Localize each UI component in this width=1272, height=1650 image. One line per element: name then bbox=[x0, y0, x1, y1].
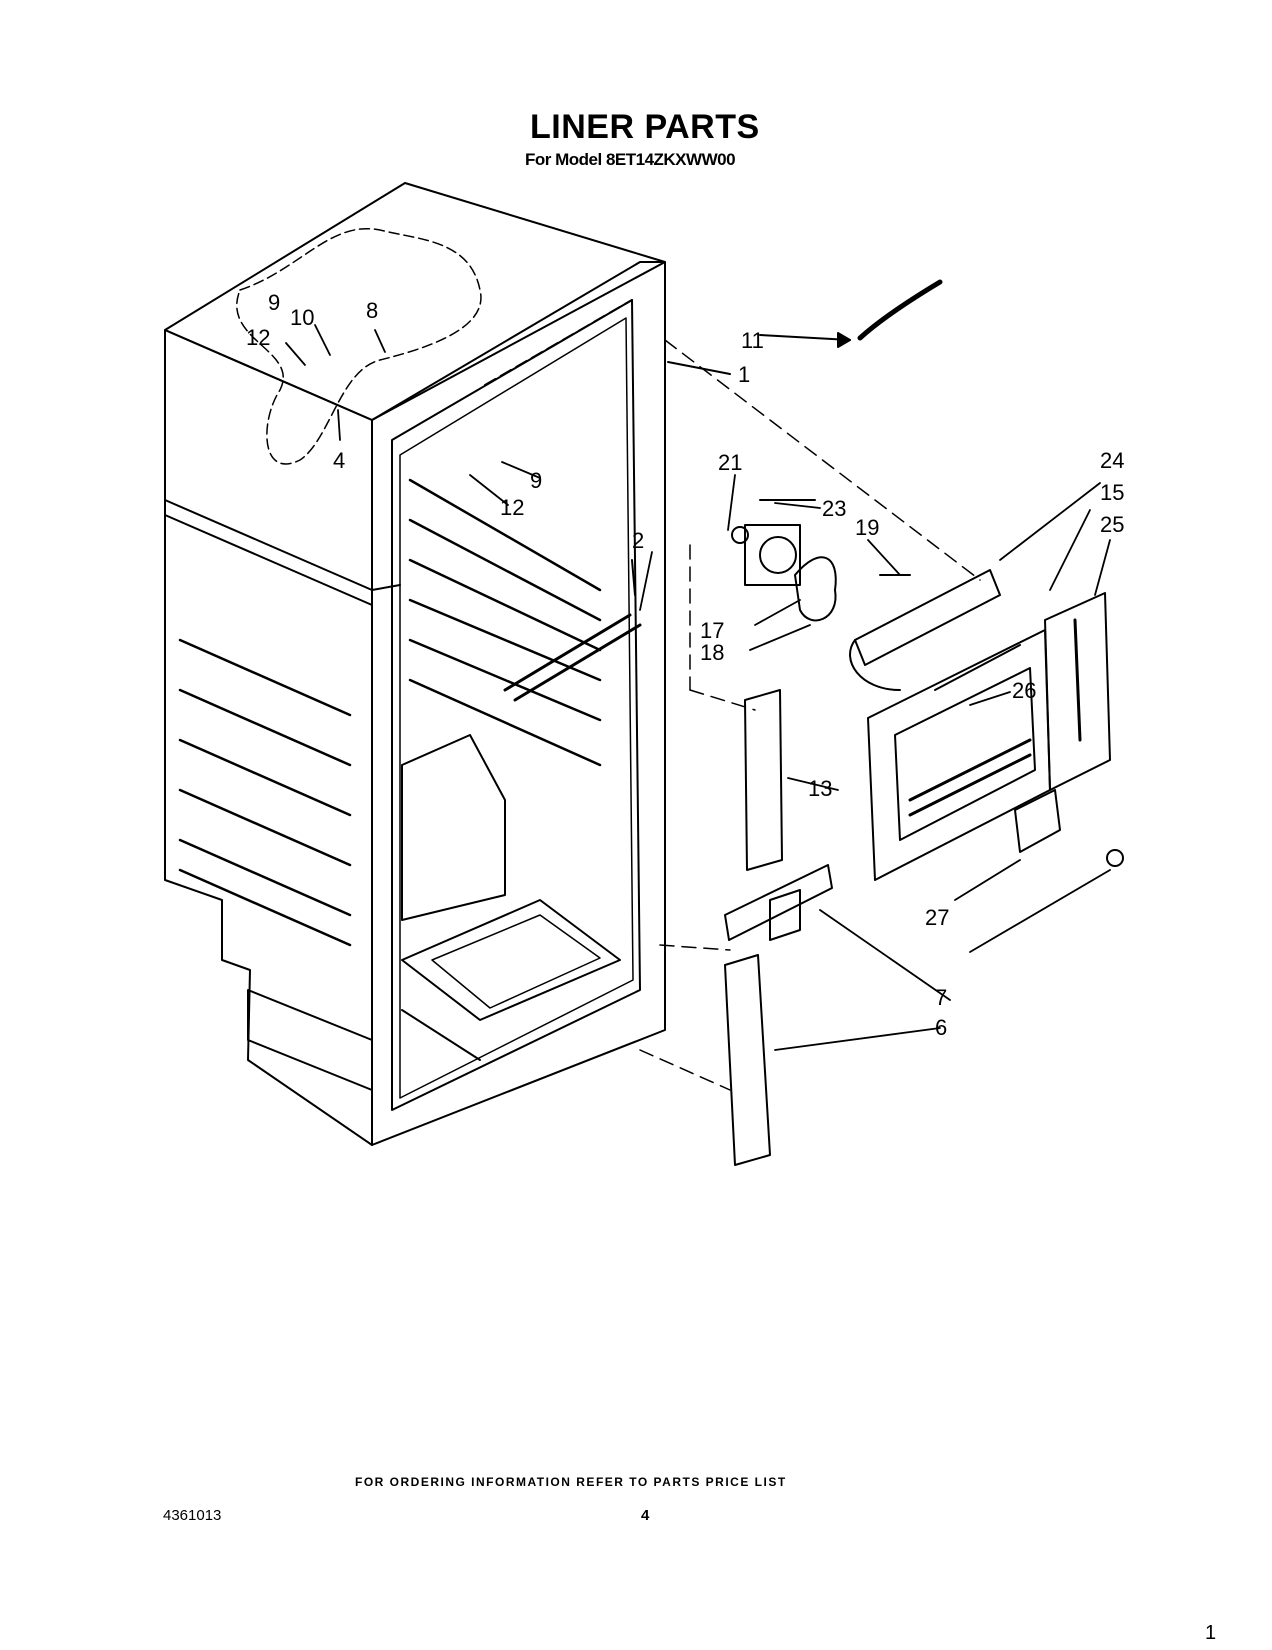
callout-16: 17 bbox=[700, 618, 724, 643]
model-subtitle: For Model 8ET14ZKXWW00 bbox=[525, 150, 736, 169]
callout-2: 2 bbox=[632, 528, 644, 553]
callout-19: 21 bbox=[718, 450, 742, 475]
page-title: LINER PARTS bbox=[530, 108, 760, 146]
callout-15: 15 bbox=[1100, 480, 1124, 505]
liner-cabinet bbox=[164, 182, 731, 1146]
callout-4: 4 bbox=[333, 448, 345, 473]
document-number: 4361013 bbox=[163, 1507, 222, 1524]
callout-12-inner: 12 bbox=[500, 495, 524, 520]
fan-motor-assembly bbox=[731, 499, 911, 622]
callout-26: 27 bbox=[925, 905, 949, 930]
callout-18: 19 bbox=[855, 515, 879, 540]
callout-11: 11 bbox=[741, 328, 764, 353]
ordering-note: FOR ORDERING INFORMATION REFER TO PARTS … bbox=[355, 1475, 787, 1489]
callout-25: 26 bbox=[1012, 678, 1036, 703]
callout-23: 24 bbox=[1100, 448, 1124, 473]
callout-9-inner: 9 bbox=[530, 468, 542, 493]
callout-7: 7 bbox=[935, 985, 947, 1010]
callout-8: 8 bbox=[366, 298, 378, 323]
wire-harness bbox=[857, 279, 943, 341]
callout-24: 25 bbox=[1100, 512, 1124, 537]
callout-6: 6 bbox=[935, 1015, 947, 1040]
callout-10: 10 bbox=[290, 305, 314, 330]
evaporator-cover bbox=[849, 569, 1124, 881]
page-number: 4 bbox=[641, 1507, 650, 1524]
callout-21: 23 bbox=[822, 496, 846, 521]
duct-panels bbox=[724, 689, 833, 1166]
callout-17: 18 bbox=[700, 640, 724, 665]
callout-9-top: 9 bbox=[268, 290, 280, 315]
corner-number: 1 bbox=[1205, 1622, 1217, 1644]
callout-12-top: 12 bbox=[246, 325, 270, 350]
callout-1: 1 bbox=[738, 362, 750, 387]
callout-13: 13 bbox=[808, 776, 832, 801]
